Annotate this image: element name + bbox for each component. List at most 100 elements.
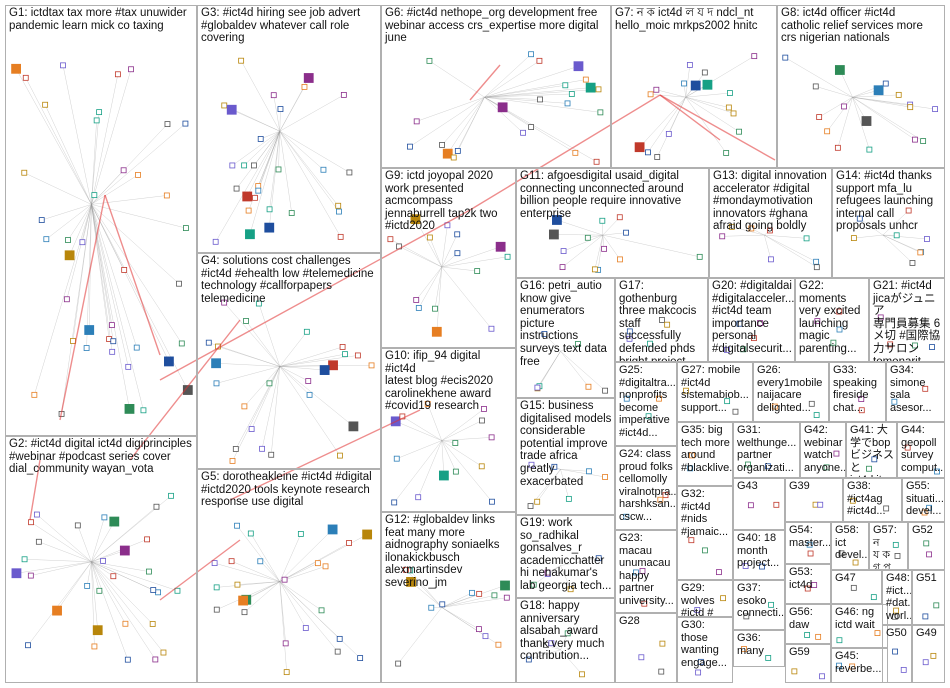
group-g58[interactable]: G58: ict devel... <box>831 522 869 570</box>
vertex-thumbnail <box>79 239 86 246</box>
group-g36[interactable]: G36: many <box>733 630 785 667</box>
group-g35[interactable]: G35: big tech more around #blacklive... <box>677 422 733 486</box>
group-label: G12: #globaldev links feat many more aid… <box>385 514 500 589</box>
group-g49[interactable]: G49 <box>912 625 945 683</box>
group-g28[interactable]: G28 <box>615 613 677 683</box>
group-g40[interactable]: G40: 18 month project... <box>733 530 785 580</box>
edge <box>441 437 492 441</box>
vertex-thumbnail <box>144 536 150 543</box>
group-g42[interactable]: G42: webinar watch anyone... <box>800 422 846 478</box>
vertex-thumbnail <box>815 633 822 640</box>
edge <box>528 649 561 660</box>
vertex-thumbnail <box>689 452 695 459</box>
group-g26[interactable]: G26: every1mobile naijacare delighted... <box>753 362 829 422</box>
group-g34[interactable]: G34: simone sala asesor... <box>886 362 945 422</box>
group-g27[interactable]: G27: mobile #ict4d sistemabiob... suppor… <box>677 362 753 422</box>
group-label: G16: petri_autio know give enumerators p… <box>520 280 607 368</box>
group-g46[interactable]: G46: ng ictd wait <box>831 604 888 648</box>
group-g22[interactable]: G22: moments very excited launching magi… <box>795 278 869 362</box>
group-g6[interactable]: G6: #ict4d nethope_org development free … <box>381 5 611 168</box>
group-g29[interactable]: G29: wolves #ictd # تعلم ... <box>677 580 733 617</box>
group-g53[interactable]: G53: ict4d <box>785 564 831 604</box>
vertex-thumbnail <box>91 192 98 199</box>
group-g52[interactable]: G52 <box>908 522 945 570</box>
group-g33[interactable]: G33: speaking fireside chat... <box>829 362 886 422</box>
group-g55[interactable]: G55: situati... devel... <box>902 478 945 522</box>
edge <box>656 89 686 98</box>
group-g56[interactable]: G56: daw <box>785 604 831 644</box>
group-g57[interactable]: G57: ন য ক গ প... <box>869 522 908 570</box>
group-label: G5: dorotheakleine #ict4d #digital #ictd… <box>201 471 372 509</box>
vertex-thumbnail <box>11 63 22 74</box>
group-g12[interactable]: G12: #globaldev links feat many more aid… <box>381 512 516 683</box>
vertex-thumbnail <box>305 378 312 384</box>
vertex-thumbnail <box>702 547 708 554</box>
group-label: G26: every1mobile naijacare delighted... <box>757 364 823 414</box>
vertex-thumbnail <box>525 656 532 663</box>
edge <box>396 440 442 459</box>
vertex-thumbnail <box>742 563 749 569</box>
group-label: G49 <box>916 627 937 639</box>
edge <box>38 541 92 563</box>
group-g47[interactable]: G47 <box>831 570 882 604</box>
group-g8[interactable]: G8: ict4d officer #ict4d catholic relief… <box>777 5 945 168</box>
group-g3[interactable]: G3: #ict4d hiring see job advert #global… <box>197 5 381 253</box>
edge <box>441 256 508 268</box>
group-g24[interactable]: G24: class proud folks cellomolly viraln… <box>615 446 677 530</box>
group-g30[interactable]: G30: those wanting engage... <box>677 617 733 683</box>
vertex-thumbnail <box>861 116 872 126</box>
group-g43[interactable]: G43 <box>733 478 785 530</box>
group-g44[interactable]: G44: geopoll survey comput... <box>897 422 945 478</box>
group-g4[interactable]: G4: solutions cost challenges #ict4d #eh… <box>197 253 381 469</box>
group-g45[interactable]: G45: reverbe... <box>831 648 888 683</box>
group-g32[interactable]: G32: #ict4d #nids #jamaic... <box>677 486 733 580</box>
group-g15[interactable]: G15: business digitalised models conside… <box>516 398 615 515</box>
group-label: G42: webinar watch anyone... <box>804 424 846 474</box>
vertex-thumbnail <box>585 82 596 93</box>
group-g38[interactable]: G38: #ict4ag #ict4d... <box>843 478 902 522</box>
edge <box>441 234 458 268</box>
edge <box>685 64 691 98</box>
vertex-thumbnail <box>934 468 940 475</box>
group-g13[interactable]: G13: digital innovation accelerator #dig… <box>709 168 832 278</box>
group-g23[interactable]: G23: macau unumacau happy partner univer… <box>615 530 677 613</box>
vertex-thumbnail <box>662 492 669 499</box>
vertex-thumbnail <box>133 344 140 351</box>
group-g11[interactable]: G11: afgoesdigital usaid_digital connect… <box>516 168 709 278</box>
group-g51[interactable]: G51 <box>912 570 945 625</box>
group-g5[interactable]: G5: dorotheakleine #ict4d #digital #ictd… <box>197 469 381 683</box>
group-g41[interactable]: G41: 大 学でbop ビジネスと ict4d it... <box>846 422 897 478</box>
group-g17[interactable]: G17: gothenburg three makcocis staff suc… <box>615 278 708 362</box>
edge <box>722 234 765 237</box>
group-g10[interactable]: G10: ifip_94 digital #ict4d latest blog … <box>381 348 516 512</box>
vertex-thumbnail <box>824 128 831 135</box>
vertex-thumbnail <box>653 86 660 93</box>
group-g39[interactable]: G39 <box>785 478 843 522</box>
group-g25[interactable]: G25: #digitaltra... nonprofits become im… <box>615 362 677 446</box>
group-g48[interactable]: G48: #ict... #dat... worl... <box>882 570 912 625</box>
group-g37[interactable]: G37: esoko connecti... <box>733 580 785 630</box>
vertex-thumbnail <box>31 391 38 398</box>
group-g16[interactable]: G16: petri_autio know give enumerators p… <box>516 278 615 398</box>
vertex-thumbnail <box>336 208 342 215</box>
group-g1[interactable]: G1: ictdtax tax more #tax unuwider pande… <box>5 5 197 436</box>
group-g14[interactable]: G14: #ict4d thanks support mfa_lu refuge… <box>832 168 945 278</box>
vertex-thumbnail <box>920 138 927 144</box>
vertex-thumbnail <box>528 51 534 58</box>
group-g50[interactable]: G50 <box>882 625 912 683</box>
group-g9[interactable]: G9: ictd joyopal 2020 work presented acm… <box>381 168 516 348</box>
group-g59[interactable]: G59 <box>785 644 831 683</box>
vertex-thumbnail <box>564 630 571 637</box>
group-label: G43 <box>737 480 758 492</box>
group-g54[interactable]: G54: master... <box>785 522 831 564</box>
group-g20[interactable]: G20: #digitaldai #digitalacceler... #ict… <box>708 278 795 362</box>
edge <box>56 561 92 611</box>
edge <box>484 96 568 104</box>
group-g2[interactable]: G2: #ict4d digital ict4d digiprinciples … <box>5 436 197 683</box>
group-g31[interactable]: G31: welthunge... partner organizati... <box>733 422 800 478</box>
group-g21[interactable]: G21: #ict4d jicaがジュニア 専門員募集 6 メ切 #国際協 力サ… <box>869 278 945 362</box>
group-g7[interactable]: G7: ন ক ict4d ল য দ ndcl_nt hello_moic m… <box>611 5 777 168</box>
edge <box>563 234 603 252</box>
group-g18[interactable]: G18: happy anniversary alsabah_award tha… <box>516 598 615 683</box>
group-g19[interactable]: G19: work so_radhikal gonsalves_r academ… <box>516 515 615 598</box>
